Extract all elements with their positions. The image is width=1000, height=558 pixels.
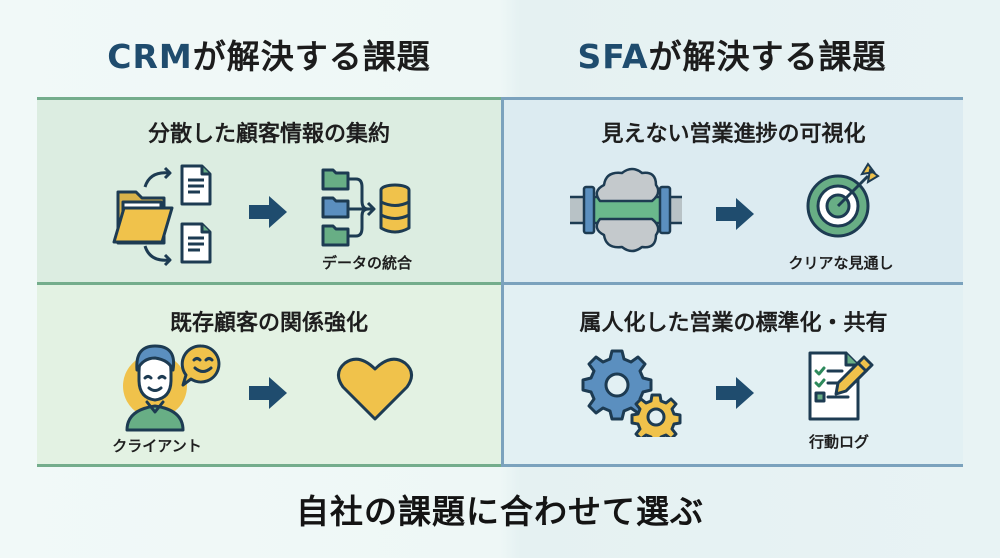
crm-issue-1-title: 分散した顧客情報の集約: [147, 122, 390, 147]
heart-icon: [337, 357, 413, 421]
crm-column-title: CRMが解決する課題: [37, 30, 501, 80]
sfa-issue-2: 属人化した営業の標準化・共有 行動ログ: [501, 285, 963, 467]
action-log-caption: 行動ログ: [808, 433, 869, 451]
sfa-brand: SFA: [577, 37, 649, 76]
sfa-issue-1-title: 見えない営業進捗の可視化: [601, 122, 866, 147]
footer-message: 自社の課題に合わせて選ぶ: [296, 492, 704, 531]
target-icon: [806, 162, 880, 238]
crm-issue-2-title: 既存顧客の関係強化: [169, 311, 368, 336]
arrow-right-icon: [716, 198, 754, 230]
crm-brand: CRM: [107, 37, 193, 76]
checklist-log-icon: [808, 351, 874, 421]
comparison-panel: 分散した顧客情報の集約: [37, 97, 963, 467]
arrow-right-icon: [249, 196, 287, 228]
crm-issue-1: 分散した顧客情報の集約: [37, 97, 501, 285]
folder-with-documents-icon: [112, 164, 212, 267]
arrow-right-icon: [249, 377, 287, 409]
sfa-issue-1: 見えない営業進捗の可視化 クリアな見通し: [501, 97, 963, 285]
client-caption: クライアント: [112, 437, 202, 455]
data-integration-caption: データの統合: [321, 254, 412, 272]
clouded-pipeline-icon: [570, 167, 682, 253]
sfa-issue-2-title: 属人化した営業の標準化・共有: [579, 311, 888, 336]
clear-outlook-caption: クリアな見通し: [788, 254, 894, 272]
crm-issue-2: 既存顧客の関係強化 クライアント: [37, 285, 501, 467]
arrow-right-icon: [716, 377, 754, 409]
crm-title-suffix: が解決する課題: [192, 37, 431, 76]
client-avatar-smile-icon: [123, 344, 221, 432]
sfa-column-title: SFAが解決する課題: [501, 30, 963, 80]
data-integration-database-icon: [321, 168, 411, 247]
gears-icon: [581, 349, 682, 437]
sfa-title-suffix: が解決する課題: [648, 37, 887, 76]
